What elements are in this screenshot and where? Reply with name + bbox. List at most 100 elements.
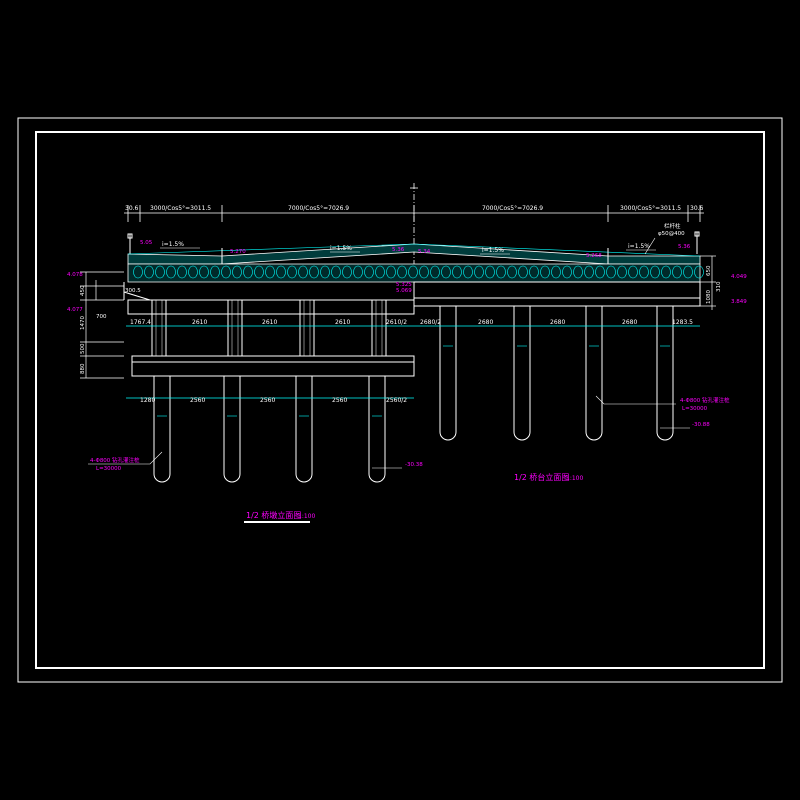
- deck-void: [595, 265, 605, 279]
- deck-void: [254, 265, 264, 279]
- deck-void: [573, 265, 583, 279]
- slope-left-walk: i=1.5%: [162, 241, 184, 248]
- elev-right-a: 4.049: [731, 274, 747, 280]
- elev-e3: 5.36: [392, 247, 405, 253]
- slope-left-lane: i=1.5%: [330, 245, 352, 252]
- elev-e4: 5.34: [418, 249, 431, 255]
- left-dim-d1: 450: [80, 285, 86, 296]
- deck-void: [474, 265, 484, 279]
- deck-void: [320, 265, 330, 279]
- left-dim-d2: 1470: [80, 316, 86, 330]
- deck-void: [507, 265, 517, 279]
- pile-note-right-2: L=30000: [682, 406, 708, 412]
- deck-void: [430, 265, 440, 279]
- abut-dim-s2: 2610: [262, 319, 277, 326]
- abut-dim-start: 1767.4: [130, 319, 151, 326]
- pile-tip-left: -30.38: [405, 462, 423, 468]
- right-scale: 1:100: [566, 475, 583, 482]
- deck-void: [408, 265, 418, 279]
- right-dim-d1: 650: [706, 265, 712, 276]
- left-piles: [153, 376, 386, 483]
- deck-void: [199, 265, 209, 279]
- left-dim-d6: 300.5: [125, 288, 141, 294]
- pier-dim-end: 1283.5: [672, 319, 693, 326]
- right-pile: [656, 306, 674, 441]
- elev-e8: 5.36: [678, 244, 691, 250]
- slope-right-lane: i=1.5%: [482, 247, 504, 254]
- deck-void: [540, 265, 550, 279]
- pier-dim-s1: 2680: [478, 319, 493, 326]
- right-abutment-structure: [413, 281, 701, 307]
- deck-void: [551, 265, 561, 279]
- deck-void: [397, 265, 407, 279]
- pier-column: [371, 299, 387, 357]
- deck-void: [452, 265, 462, 279]
- deck-void: [661, 265, 671, 279]
- railing-note-line1: 栏杆柱: [664, 222, 681, 230]
- deck-void: [298, 265, 308, 279]
- abut-dim-end: 2610/2: [386, 319, 407, 326]
- elev-left-b: 4.077: [67, 307, 83, 313]
- deck-void: [562, 265, 572, 279]
- deck-void: [133, 265, 143, 279]
- deck-void: [683, 265, 693, 279]
- elev-e2: 5.270: [230, 249, 246, 255]
- hollow-core-voids: [133, 265, 704, 279]
- top-dim-seg1: 3000/Cos5°=3011.5: [150, 205, 211, 212]
- deck-void: [309, 265, 319, 279]
- elev-left-a: 4.078: [67, 272, 83, 278]
- pier-column: [299, 299, 315, 357]
- right-piles: [439, 306, 674, 441]
- deck-void: [166, 265, 176, 279]
- deck-void: [496, 265, 506, 279]
- deck-void: [639, 265, 649, 279]
- elev-right-b: 3.849: [731, 299, 747, 305]
- deck-void: [276, 265, 286, 279]
- deck-void: [188, 265, 198, 279]
- pile-tip-right: -30.88: [692, 422, 710, 428]
- railing-right: [694, 231, 700, 254]
- top-dim-seg2: 7000/Cos5°=7026.9: [288, 205, 349, 212]
- pier-dim-s3: 2680: [622, 319, 637, 326]
- railing-left: [127, 233, 133, 254]
- railing-note-line2: φ50@400: [658, 231, 685, 237]
- pile-dim-s1: 2560: [190, 397, 205, 404]
- left-title: 1/2 桥墩立面图: [246, 510, 301, 520]
- pier-column: [151, 299, 167, 357]
- pile-note-right-1: 4-Φ800 钻孔灌注桩: [680, 396, 730, 404]
- deck-void: [386, 265, 396, 279]
- deck-void: [375, 265, 385, 279]
- deck-void: [584, 265, 594, 279]
- pier-dim-s2: 2680: [550, 319, 565, 326]
- deck-void: [518, 265, 528, 279]
- deck-void: [331, 265, 341, 279]
- deck-void: [342, 265, 352, 279]
- center-line: [410, 183, 418, 300]
- deck-void: [650, 265, 660, 279]
- deck-void: [144, 265, 154, 279]
- deck-surface-line: [127, 243, 415, 255]
- deck-void: [155, 265, 165, 279]
- left-pile: [368, 376, 386, 483]
- left-pile: [223, 376, 241, 483]
- elev-e5: 5.325: [396, 282, 412, 288]
- pier-dim-start: 2680/2: [420, 319, 441, 326]
- right-dim-d2: 310: [716, 281, 722, 292]
- abut-dim-s1: 2610: [192, 319, 207, 326]
- deck-void: [485, 265, 495, 279]
- left-dim-d3: 500: [80, 343, 86, 354]
- deck-void: [694, 265, 704, 279]
- deck-void: [419, 265, 429, 279]
- slope-right-walk: i=1.5%: [628, 243, 650, 250]
- left-scale: 1:100: [298, 513, 315, 520]
- right-title: 1/2 桥台立面图: [514, 472, 569, 482]
- outer-frame: [17, 117, 783, 683]
- deck-void: [210, 265, 220, 279]
- abut-dim-s3: 2610: [335, 319, 350, 326]
- deck-void: [672, 265, 682, 279]
- deck-void: [287, 265, 297, 279]
- deck-void: [529, 265, 539, 279]
- pile-dim-s2: 2560: [260, 397, 275, 404]
- deck: [127, 243, 704, 283]
